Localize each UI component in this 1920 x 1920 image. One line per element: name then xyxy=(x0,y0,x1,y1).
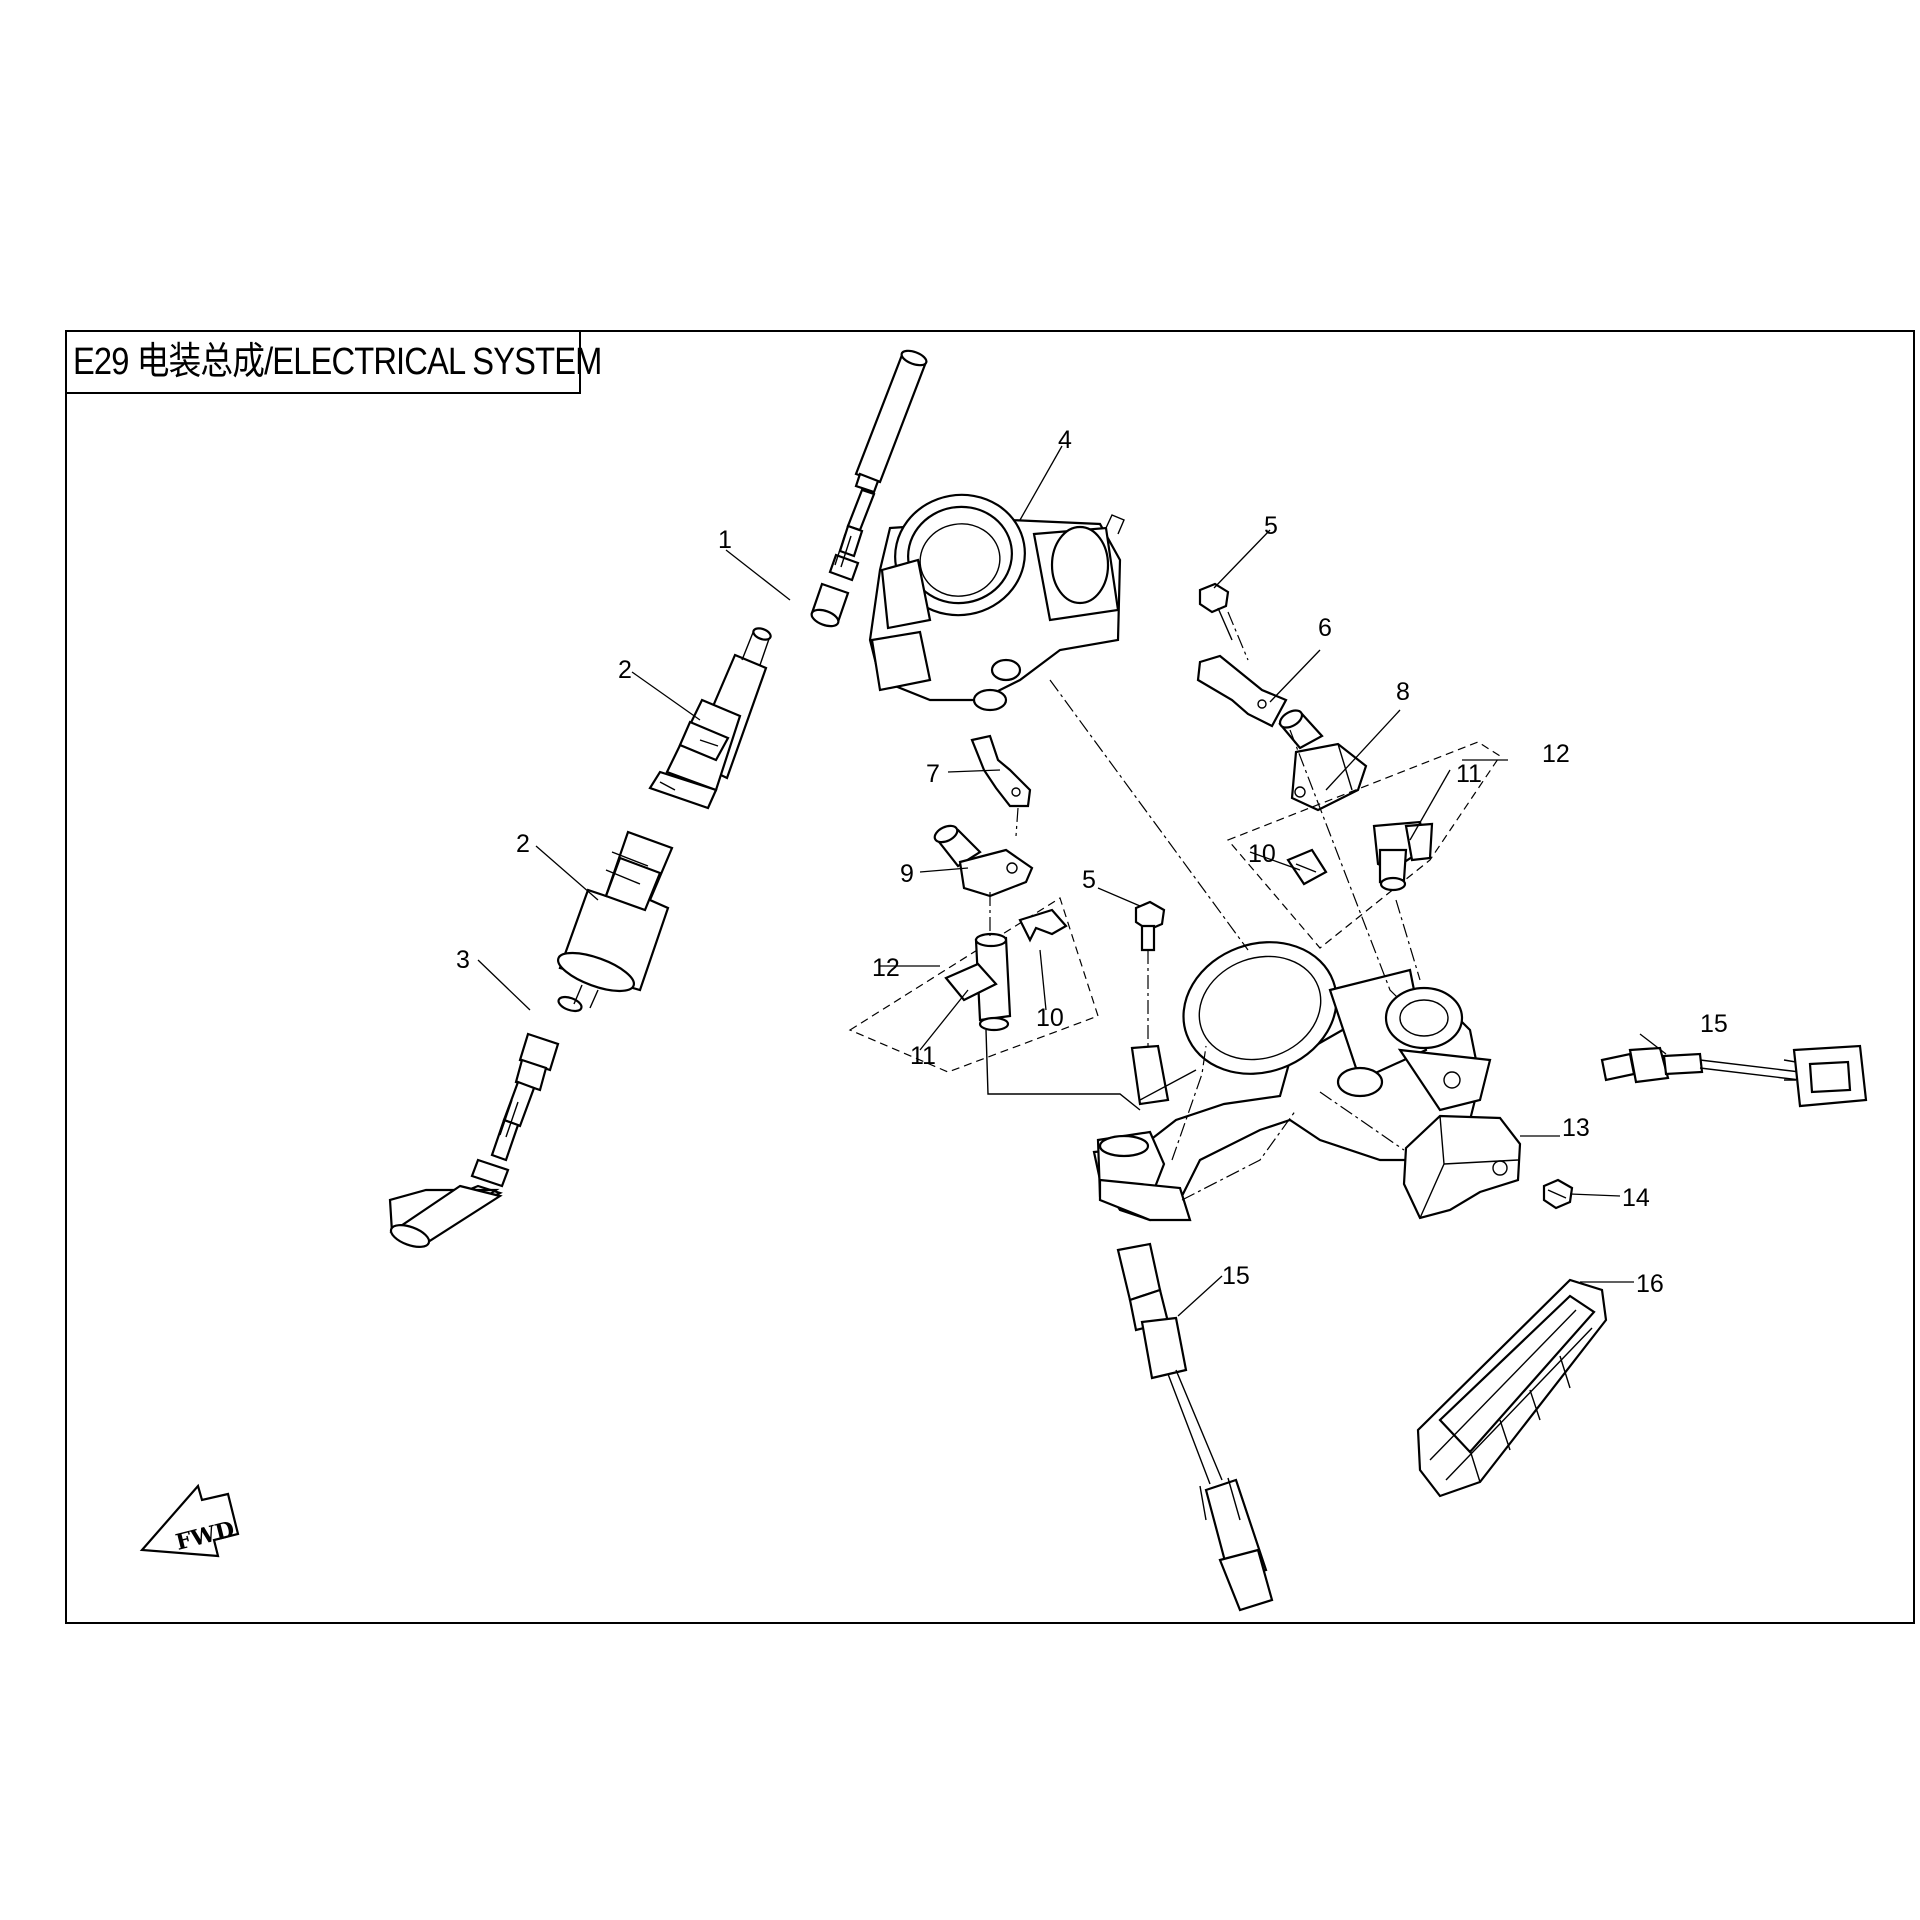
callout-7: 7 xyxy=(926,760,940,788)
diagram-frame xyxy=(65,330,1915,1624)
callout-6: 6 xyxy=(1318,614,1332,642)
bolt-5-upper xyxy=(1198,582,1233,641)
throttle-body-4 xyxy=(868,493,1125,712)
ignition-coil-2-lower xyxy=(557,830,674,1013)
bolt-14 xyxy=(1542,1178,1574,1210)
fwd-direction-arrow: FWD xyxy=(139,1483,240,1558)
callout-labels: 1 2 2 3 4 5 6 7 8 9 10 10 11 11 12 12 5 … xyxy=(456,426,1728,1298)
intake-manifold xyxy=(1092,941,1492,1222)
callout-5-lower: 5 xyxy=(1082,866,1096,894)
callout-14: 14 xyxy=(1622,1184,1650,1212)
page-title: E29 电装总成/ELECTRICAL SYSTEM xyxy=(73,341,602,383)
clip-10-left xyxy=(1018,908,1068,943)
callout-16: 16 xyxy=(1636,1270,1664,1298)
sensor-13 xyxy=(1402,1114,1522,1220)
callout-10-right: 10 xyxy=(1248,840,1276,868)
fuel-rail-9 xyxy=(933,824,1034,898)
callout-9: 9 xyxy=(900,860,914,888)
injector-11-left xyxy=(944,932,1012,1032)
callout-2-lower: 2 xyxy=(516,830,530,858)
bolt-5-lower xyxy=(1134,900,1166,952)
callout-15-lower: 15 xyxy=(1222,1262,1250,1290)
callout-12-left: 12 xyxy=(872,954,900,982)
oxygen-sensor-15-right xyxy=(1600,1044,1868,1108)
callout-13: 13 xyxy=(1562,1114,1590,1142)
callout-10-left: 10 xyxy=(1036,1004,1064,1032)
assembly-center-lines xyxy=(985,611,1421,1201)
ignition-coil-2-upper xyxy=(648,627,772,810)
callout-8: 8 xyxy=(1396,678,1410,706)
injector-11-right xyxy=(1372,820,1434,892)
clip-10-right xyxy=(1286,848,1328,886)
bracket-7 xyxy=(970,734,1032,808)
callout-2-upper: 2 xyxy=(618,656,632,684)
callout-11-right: 11 xyxy=(1456,760,1482,788)
callout-11-left: 11 xyxy=(910,1042,936,1070)
callout-5-upper: 5 xyxy=(1264,512,1278,540)
leader-lines xyxy=(477,445,1667,1317)
bracket-6 xyxy=(1196,654,1288,728)
title-box: E29 电装总成/ELECTRICAL SYSTEM xyxy=(65,330,602,394)
callout-3: 3 xyxy=(456,946,470,974)
callout-1: 1 xyxy=(718,526,732,554)
callout-12-right: 12 xyxy=(1542,740,1570,768)
callout-4: 4 xyxy=(1058,426,1072,454)
spark-plug-cap-1 xyxy=(810,349,928,628)
spark-plug-cap-3 xyxy=(388,1032,560,1248)
ecu-16 xyxy=(1416,1278,1608,1498)
fuel-rail-8 xyxy=(1278,709,1368,812)
injector-group-12-right-outline xyxy=(1226,741,1501,949)
callout-15-right: 15 xyxy=(1700,1010,1728,1038)
oxygen-sensor-15-lower xyxy=(1116,1242,1274,1612)
